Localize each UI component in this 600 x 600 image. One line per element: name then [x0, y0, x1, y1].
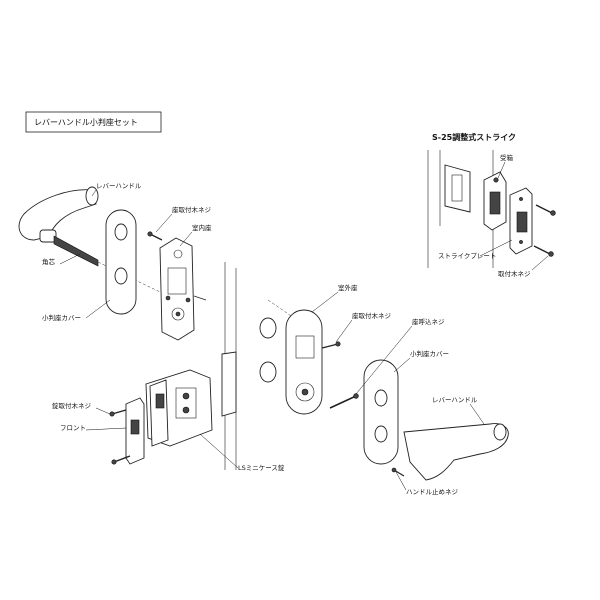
front-plate	[125, 397, 145, 465]
label-cover-left: 小判座カバー	[42, 313, 81, 322]
outer-seat	[285, 309, 323, 415]
inner-seat	[159, 237, 207, 341]
label-through-bolt: 座呼込ネジ	[412, 317, 445, 326]
door-mortise	[221, 351, 237, 417]
label-seat-screw-right: 座取付木ネジ	[352, 311, 392, 320]
label-seat-screw-left: 座取付木ネジ	[172, 205, 212, 214]
case-screw-top	[109, 409, 127, 417]
label-cover-right: 小判座カバー	[410, 349, 449, 358]
label-lever-left: レバーハンドル	[96, 182, 142, 190]
strike-screw-top	[535, 204, 556, 216]
label-lever-right: レバーハンドル	[432, 396, 478, 404]
title-box: レバーハンドル小判座セット	[25, 111, 162, 133]
case-screw-bottom	[111, 455, 131, 465]
label-receiver: 受箱	[500, 153, 514, 162]
label-handle-screw: ハンドル止めネジ	[406, 487, 459, 496]
lever-handle-right	[403, 423, 509, 481]
label-front: フロント	[60, 424, 86, 432]
label-spindle: 角芯	[42, 257, 56, 266]
lever-handle-left	[18, 186, 99, 243]
label-strike-plate: ストライクプレート	[438, 252, 496, 260]
seat-screw-right	[321, 341, 341, 349]
label-case-screw: 錠取付木ネジ	[52, 401, 92, 410]
strike-subdiagram: S-25調整式ストライク	[427, 132, 556, 278]
strike-screw-bottom	[533, 245, 554, 257]
door-hole-bottom	[259, 361, 277, 383]
diagram-title: レバーハンドル小判座セット	[34, 117, 138, 127]
strike-pocket	[444, 164, 471, 213]
label-strike-screw: 取付木ネジ	[498, 269, 531, 278]
cover-left	[105, 209, 137, 315]
label-inner-seat: 室内座	[192, 223, 212, 232]
label-lock-case: LSミニケース錠	[238, 463, 285, 472]
strike-title: S-25調整式ストライク	[432, 132, 516, 142]
spindle	[53, 235, 99, 267]
strike-receiver	[483, 171, 507, 231]
strike-plate	[509, 187, 533, 255]
seat-screw-left	[147, 231, 163, 241]
through-bolt	[329, 393, 359, 409]
door-hole-top	[259, 317, 277, 339]
handle-screw	[391, 467, 405, 477]
lock-case	[145, 369, 213, 447]
cover-right	[363, 359, 399, 465]
label-outer-seat: 室外座	[338, 283, 358, 292]
